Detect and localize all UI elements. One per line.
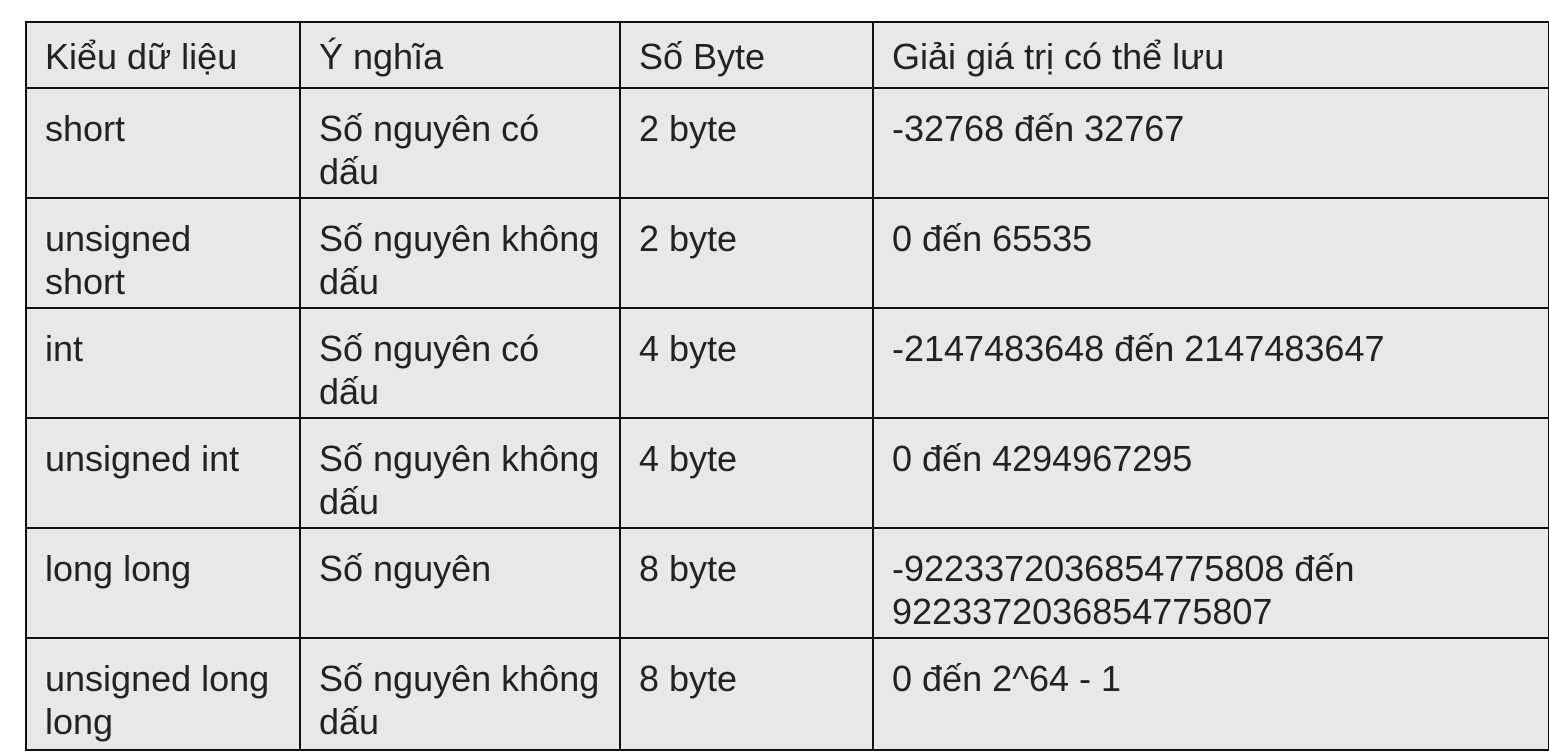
cell-bytes: 4 byte	[619, 307, 874, 419]
cell-data-type: unsigned short	[25, 197, 301, 309]
cell-range: -2147483648 đến 2147483647	[872, 307, 1549, 419]
table-row: unsigned short Số nguyên không dấu 2 byt…	[25, 197, 1549, 309]
cell-range: 0 đến 4294967295	[872, 417, 1549, 529]
cell-data-type: unsigned int	[25, 417, 301, 529]
data-types-table: Kiểu dữ liệu Ý nghĩa Số Byte Giải giá tr…	[25, 21, 1549, 751]
cell-meaning: Số nguyên không dấu	[299, 417, 621, 529]
header-cell-range: Giải giá trị có thể lưu	[872, 21, 1549, 89]
cell-data-type: unsigned long long	[25, 637, 301, 751]
cell-bytes: 2 byte	[619, 197, 874, 309]
cell-bytes: 8 byte	[619, 527, 874, 639]
cell-range: 0 đến 65535	[872, 197, 1549, 309]
header-cell-bytes: Số Byte	[619, 21, 874, 89]
cell-meaning: Số nguyên có dấu	[299, 307, 621, 419]
cell-range: -9223372036854775808 đến 922337203685477…	[872, 527, 1549, 639]
table-row: short Số nguyên có dấu 2 byte -32768 đến…	[25, 87, 1549, 199]
cell-meaning: Số nguyên không dấu	[299, 637, 621, 751]
table-row: int Số nguyên có dấu 4 byte -2147483648 …	[25, 307, 1549, 419]
cell-meaning: Số nguyên có dấu	[299, 87, 621, 199]
table-row: unsigned long long Số nguyên không dấu 8…	[25, 637, 1549, 751]
header-cell-data-type: Kiểu dữ liệu	[25, 21, 301, 89]
cell-data-type: int	[25, 307, 301, 419]
cell-bytes: 2 byte	[619, 87, 874, 199]
table-row: long long Số nguyên 8 byte -922337203685…	[25, 527, 1549, 639]
cell-data-type: short	[25, 87, 301, 199]
cell-bytes: 8 byte	[619, 637, 874, 751]
cell-meaning: Số nguyên	[299, 527, 621, 639]
header-cell-meaning: Ý nghĩa	[299, 21, 621, 89]
cell-range: 0 đến 2^64 - 1	[872, 637, 1549, 751]
cell-range: -32768 đến 32767	[872, 87, 1549, 199]
cell-data-type: long long	[25, 527, 301, 639]
cell-bytes: 4 byte	[619, 417, 874, 529]
cell-meaning: Số nguyên không dấu	[299, 197, 621, 309]
table-row: unsigned int Số nguyên không dấu 4 byte …	[25, 417, 1549, 529]
table-header-row: Kiểu dữ liệu Ý nghĩa Số Byte Giải giá tr…	[25, 21, 1549, 89]
